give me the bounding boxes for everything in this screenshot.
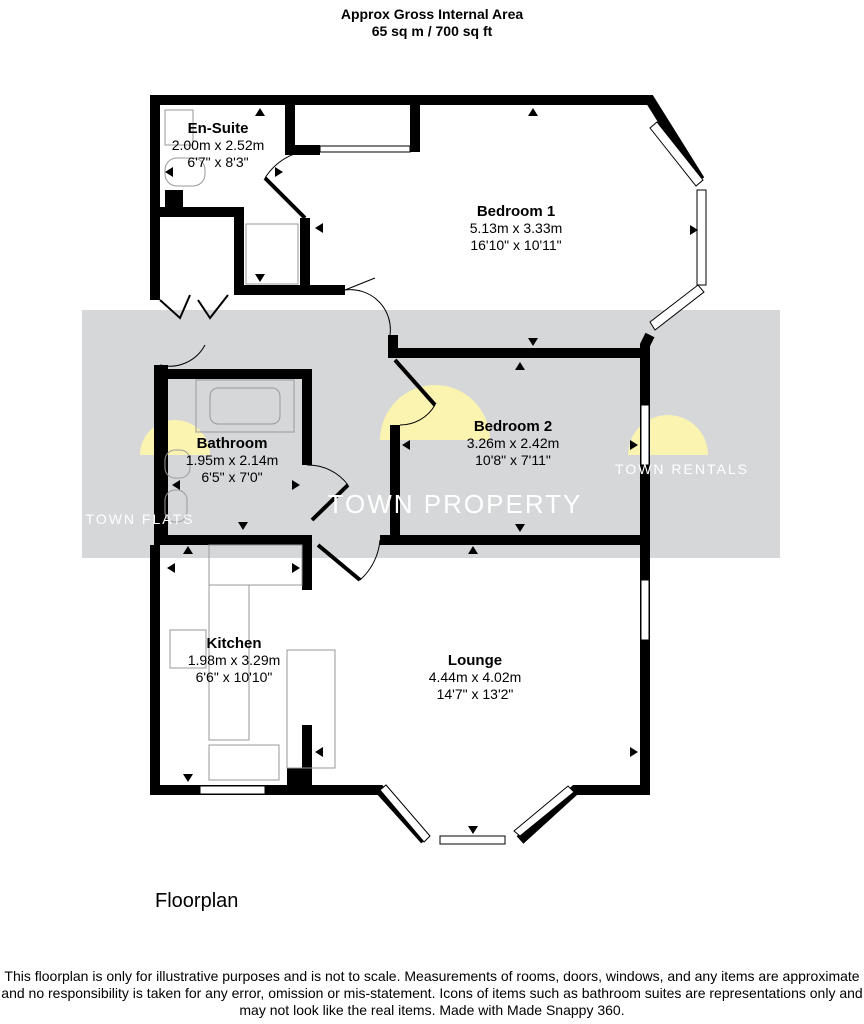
room-metric: 1.95m x 2.14m — [185, 452, 279, 468]
watermark-left: TOWN FLATS — [85, 511, 195, 527]
hob-icon — [169, 629, 207, 669]
room-metric: 3.26m x 2.42m — [466, 435, 560, 451]
sliding-wardrobe-door — [319, 145, 411, 153]
area-title: Approx Gross Internal Area — [340, 6, 524, 22]
worktop — [208, 544, 303, 586]
doors — [159, 149, 437, 582]
kitchen-sink-icon — [208, 744, 280, 781]
room-bedroom-2: Bedroom 2 3.26m x 2.42m 10'8" x 7'11" — [467, 418, 560, 469]
logo-center-icon — [380, 385, 490, 440]
room-imperial: 6'5" x 7'0" — [201, 469, 263, 485]
window — [379, 784, 431, 843]
windows — [199, 121, 707, 845]
room-ensuite: En-Suite 2.00m x 2.52m 6'7" x 8'3" — [172, 120, 265, 171]
bath-icon — [195, 379, 295, 433]
window — [199, 785, 266, 795]
fixtures — [164, 109, 336, 781]
room-name: En-Suite — [187, 120, 249, 137]
window — [649, 121, 704, 187]
floor-label: Floorplan — [155, 890, 239, 912]
room-bathroom: Bathroom 1.95m x 2.14m 6'5" x 7'0" — [186, 435, 279, 486]
bath-inner-icon — [209, 387, 281, 425]
window — [513, 785, 575, 837]
room-metric: 4.44m x 4.02m — [428, 669, 522, 685]
watermark-right: TOWN RENTALS — [615, 461, 749, 477]
room-imperial: 6'6" x 10'10" — [195, 669, 273, 685]
room-metric: 2.00m x 2.52m — [171, 137, 265, 153]
shower-icon — [245, 223, 299, 285]
dimension-arrows — [165, 108, 698, 834]
sink-icon — [164, 489, 188, 523]
disclaimer: This floorplan is only for illustrative … — [1, 968, 863, 1018]
room-name: Bedroom 1 — [476, 203, 556, 220]
room-name: Lounge — [447, 652, 503, 669]
room-imperial: 16'10" x 10'11" — [470, 237, 562, 253]
room-imperial: 14'7" x 13'2" — [436, 686, 514, 702]
room-imperial: 6'7" x 8'3" — [187, 154, 249, 170]
room-metric: 5.13m x 3.33m — [469, 220, 563, 236]
breakfast-bar — [286, 649, 336, 769]
watermark-center: TOWN PROPERTY — [327, 489, 583, 519]
room-name: Bathroom — [196, 435, 268, 452]
window — [640, 404, 650, 466]
room-name: Kitchen — [206, 635, 262, 652]
sink-icon — [164, 109, 194, 146]
window — [439, 835, 506, 845]
area-header: Approx Gross Internal Area 65 sq m / 700… — [0, 6, 864, 40]
room-name: Bedroom 2 — [473, 418, 553, 435]
window — [696, 189, 707, 286]
room-metric: 1.98m x 3.29m — [187, 652, 281, 668]
window — [649, 284, 705, 331]
window — [640, 579, 650, 641]
area-value: 65 sq m / 700 sq ft — [371, 23, 493, 39]
toilet-icon — [164, 449, 191, 479]
room-kitchen: Kitchen 1.98m x 3.29m 6'6" x 10'10" — [188, 635, 281, 686]
room-imperial: 10'8" x 7'11" — [475, 452, 551, 468]
worktop — [208, 584, 250, 741]
room-lounge: Lounge 4.44m x 4.02m 14'7" x 13'2" — [429, 652, 522, 703]
room-bedroom-1: Bedroom 1 5.13m x 3.33m 16'10" x 10'11" — [470, 203, 563, 254]
